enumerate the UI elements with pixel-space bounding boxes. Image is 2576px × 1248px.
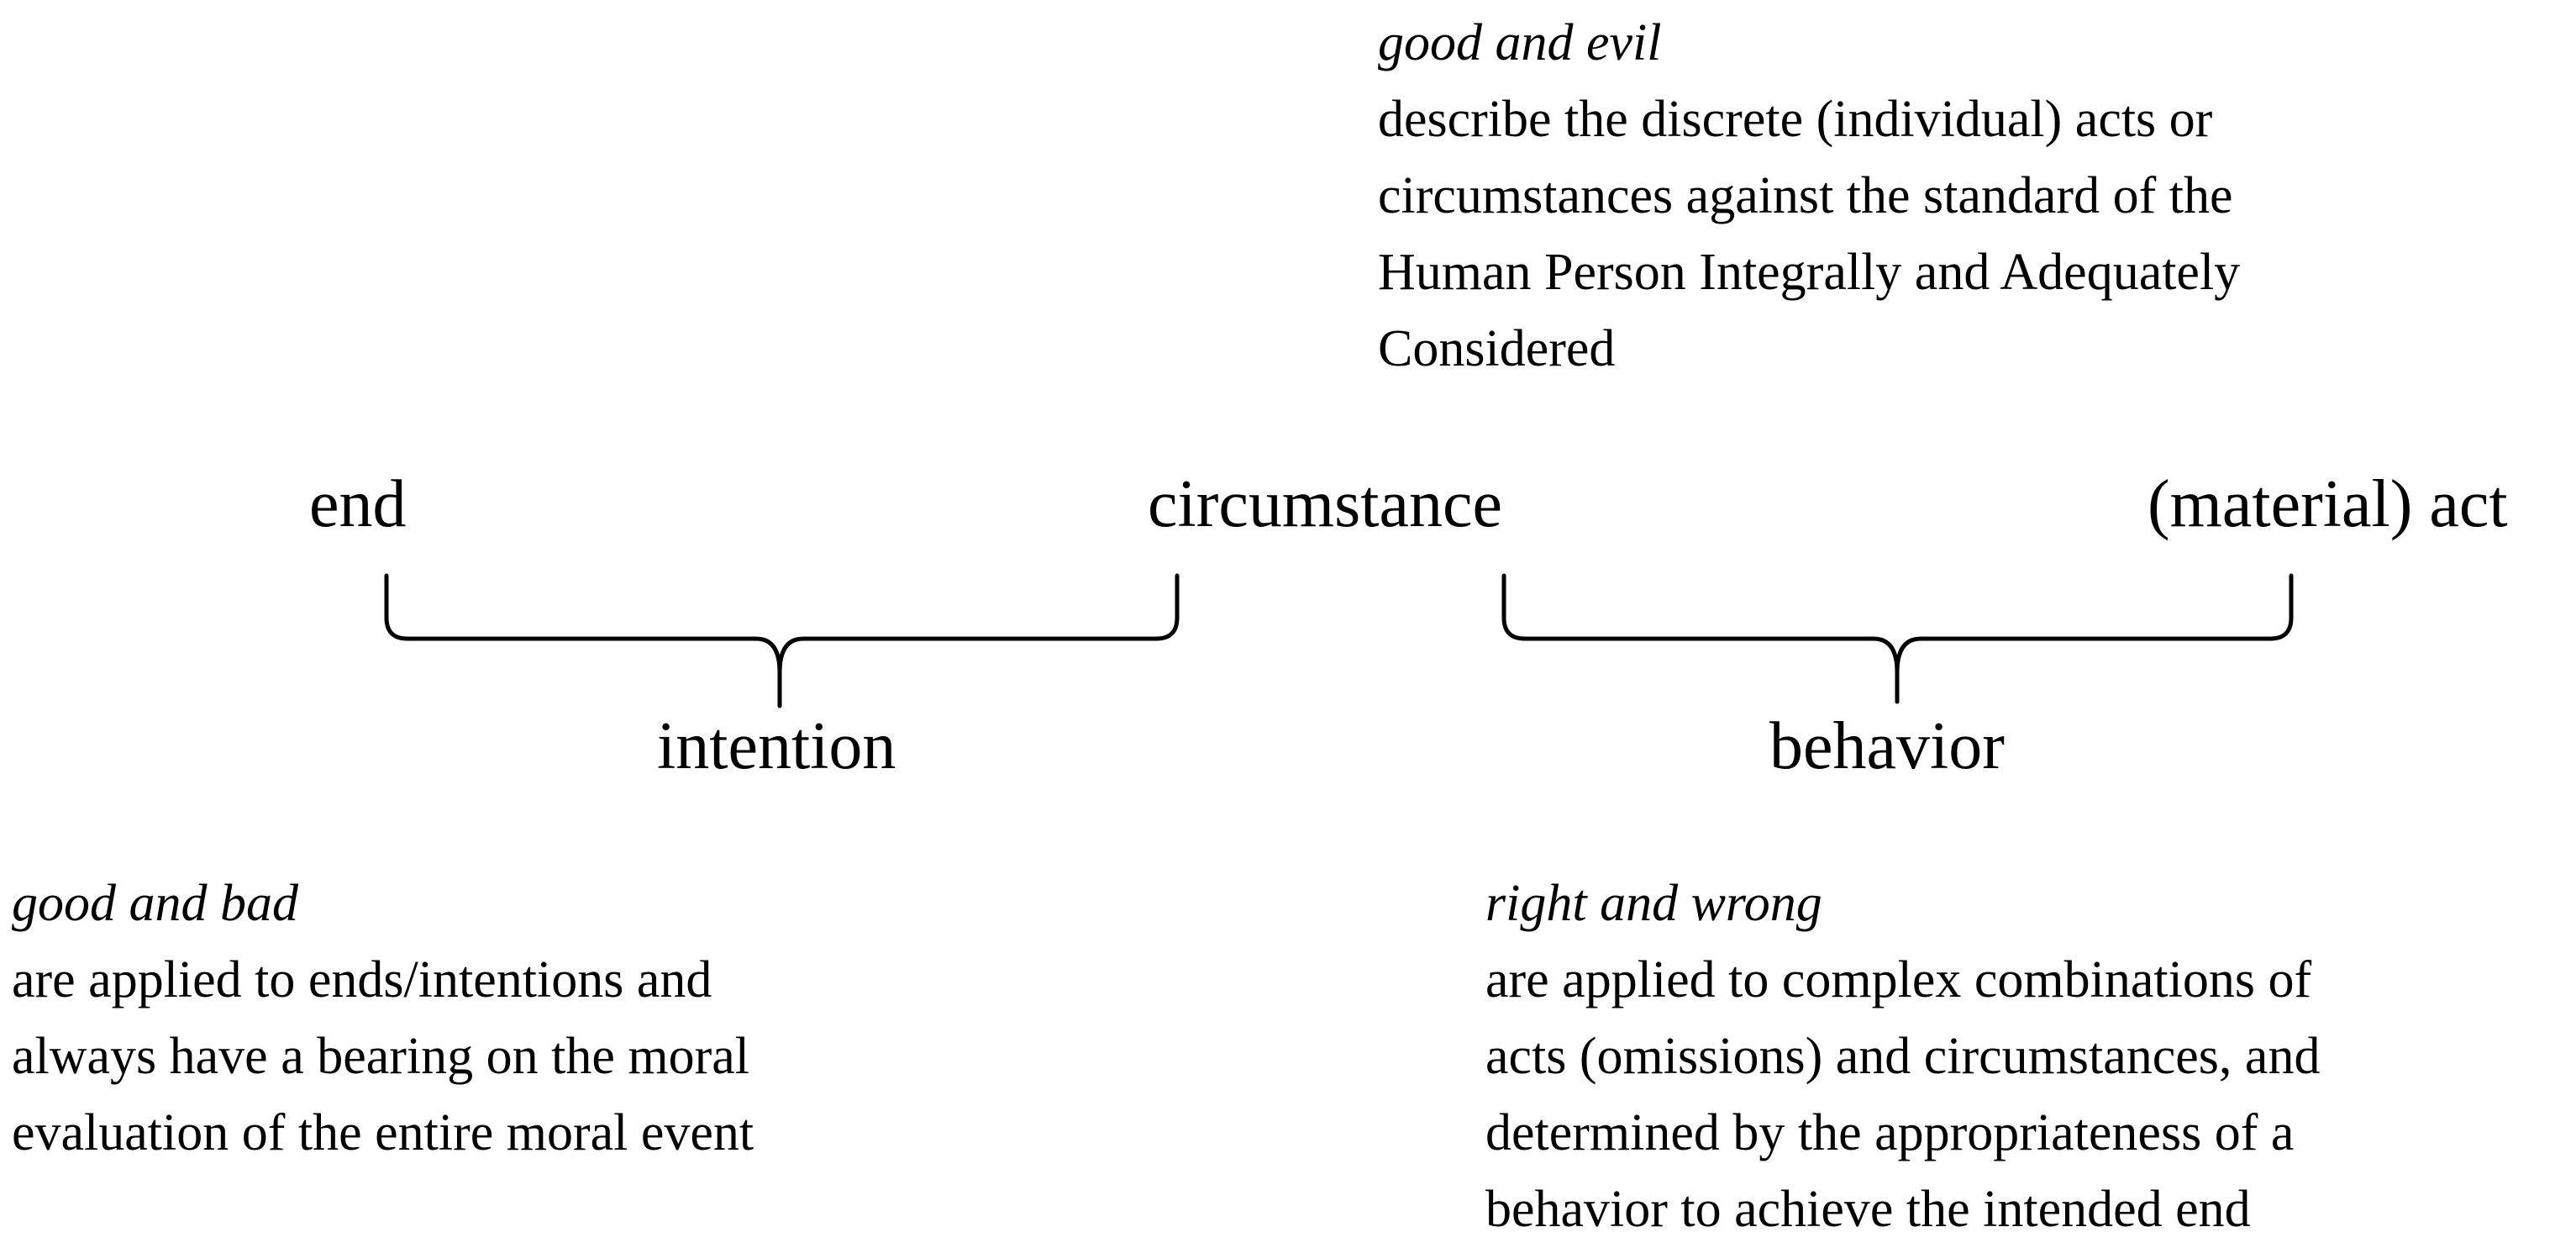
node-material-act: (material) act [2148, 467, 2508, 541]
good-and-evil-line: Considered [1378, 320, 1616, 377]
good-and-evil-line: circumstances against the standard of th… [1378, 167, 2233, 224]
right-and-wrong-line: behavior to achieve the intended end [1485, 1181, 2251, 1238]
good-and-evil-heading: good and evil [1378, 14, 1662, 71]
good-and-bad-note: good and bad are applied to ends/intenti… [12, 866, 754, 1172]
good-and-evil-line: Human Person Integrally and Adequately [1378, 244, 2241, 301]
right-and-wrong-line: determined by the appropriateness of a [1485, 1104, 2295, 1161]
good-and-bad-line: are applied to ends/intentions and [12, 951, 712, 1008]
behavior-brace [1501, 573, 2294, 704]
right-and-wrong-note: right and wrong are applied to complex c… [1485, 866, 2320, 1248]
right-and-wrong-heading: right and wrong [1485, 875, 1822, 932]
right-and-wrong-line: are applied to complex combinations of [1485, 951, 2312, 1008]
good-and-evil-line: describe the discrete (individual) acts … [1378, 91, 2213, 148]
node-intention: intention [657, 709, 896, 783]
node-circumstance: circumstance [1148, 467, 1502, 541]
right-and-wrong-line: acts (omissions) and circumstances, and [1485, 1028, 2321, 1085]
node-behavior: behavior [1769, 709, 2005, 783]
good-and-bad-heading: good and bad [12, 875, 298, 932]
node-end: end [309, 467, 407, 541]
intention-brace [384, 573, 1180, 708]
good-and-evil-note: good and evil describe the discrete (ind… [1378, 5, 2240, 387]
good-and-bad-line: evaluation of the entire moral event [12, 1104, 754, 1161]
good-and-bad-line: always have a bearing on the moral [12, 1028, 749, 1085]
